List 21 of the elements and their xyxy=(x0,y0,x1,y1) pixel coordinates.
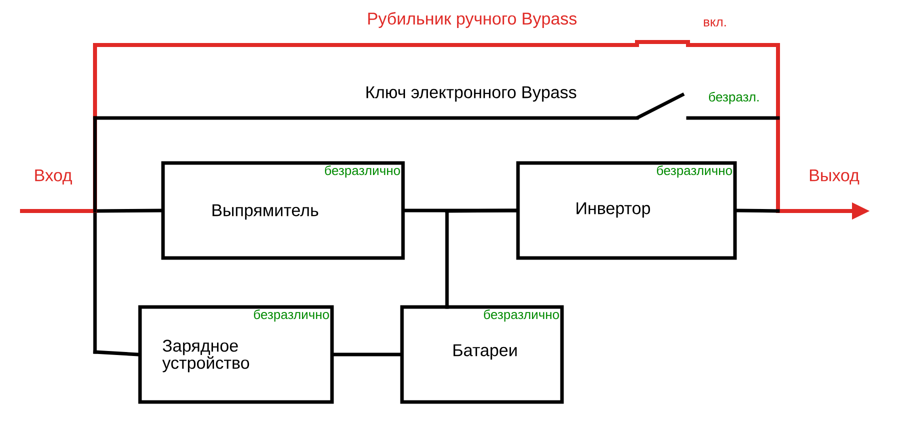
connector-line xyxy=(445,208,518,309)
block-label: Инвертор xyxy=(576,202,650,218)
connector-line xyxy=(735,208,780,213)
switch-label: Рубильник ручного Bypass xyxy=(368,12,577,28)
connector-line xyxy=(93,116,639,213)
status-label: безразлично xyxy=(324,165,400,178)
connector-line xyxy=(332,352,402,356)
block-label: Выпрямитель xyxy=(212,204,318,220)
bare-label: Выход xyxy=(810,169,860,185)
state-label: безразл. xyxy=(709,92,759,104)
connector-line xyxy=(686,116,780,120)
status-label: безразлично xyxy=(254,309,329,322)
connector-line xyxy=(93,43,639,213)
switch-label: Ключ электронного Bypass xyxy=(366,86,576,102)
bare-label: Вход xyxy=(35,169,72,185)
block-label: Зарядное устройство xyxy=(162,340,250,372)
status-label: безразлично xyxy=(656,165,732,178)
block-label: Батареи xyxy=(454,344,517,360)
connector-line xyxy=(686,43,780,120)
status-label: безразлично xyxy=(484,309,559,322)
state-label: вкл. xyxy=(704,20,726,26)
